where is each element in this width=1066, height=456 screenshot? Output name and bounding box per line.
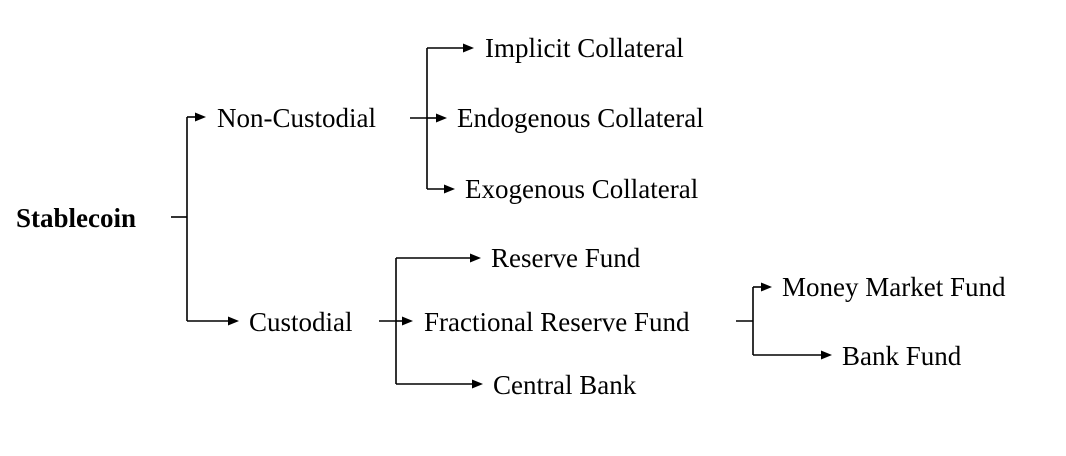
connectors bbox=[171, 43, 832, 389]
node-labels: Stablecoin Non-Custodial Custodial Impli… bbox=[16, 33, 1006, 400]
arrowhead-custodial bbox=[228, 316, 239, 326]
node-reserve-fund: Reserve Fund bbox=[491, 243, 641, 273]
node-non-custodial: Non-Custodial bbox=[217, 103, 376, 133]
node-endogenous-collateral: Endogenous Collateral bbox=[457, 103, 704, 133]
arrowhead-money-market-fund bbox=[761, 282, 772, 292]
node-central-bank: Central Bank bbox=[493, 370, 637, 400]
node-implicit-collateral: Implicit Collateral bbox=[485, 33, 684, 63]
node-stablecoin: Stablecoin bbox=[16, 203, 136, 233]
arrowhead-central-bank bbox=[472, 379, 483, 389]
arrowhead-exogenous-collateral bbox=[444, 184, 455, 194]
node-fractional-reserve-fund: Fractional Reserve Fund bbox=[424, 307, 690, 337]
arrowhead-non-custodial bbox=[195, 112, 206, 122]
node-custodial: Custodial bbox=[249, 307, 353, 337]
node-bank-fund: Bank Fund bbox=[842, 341, 962, 371]
arrowhead-implicit-collateral bbox=[463, 43, 474, 53]
node-money-market-fund: Money Market Fund bbox=[782, 272, 1006, 302]
node-exogenous-collateral: Exogenous Collateral bbox=[465, 174, 698, 204]
arrowhead-endogenous-collateral bbox=[436, 113, 447, 123]
arrowhead-fractional-reserve-fund bbox=[402, 316, 413, 326]
arrowhead-reserve-fund bbox=[470, 253, 481, 263]
arrowhead-bank-fund bbox=[821, 350, 832, 360]
